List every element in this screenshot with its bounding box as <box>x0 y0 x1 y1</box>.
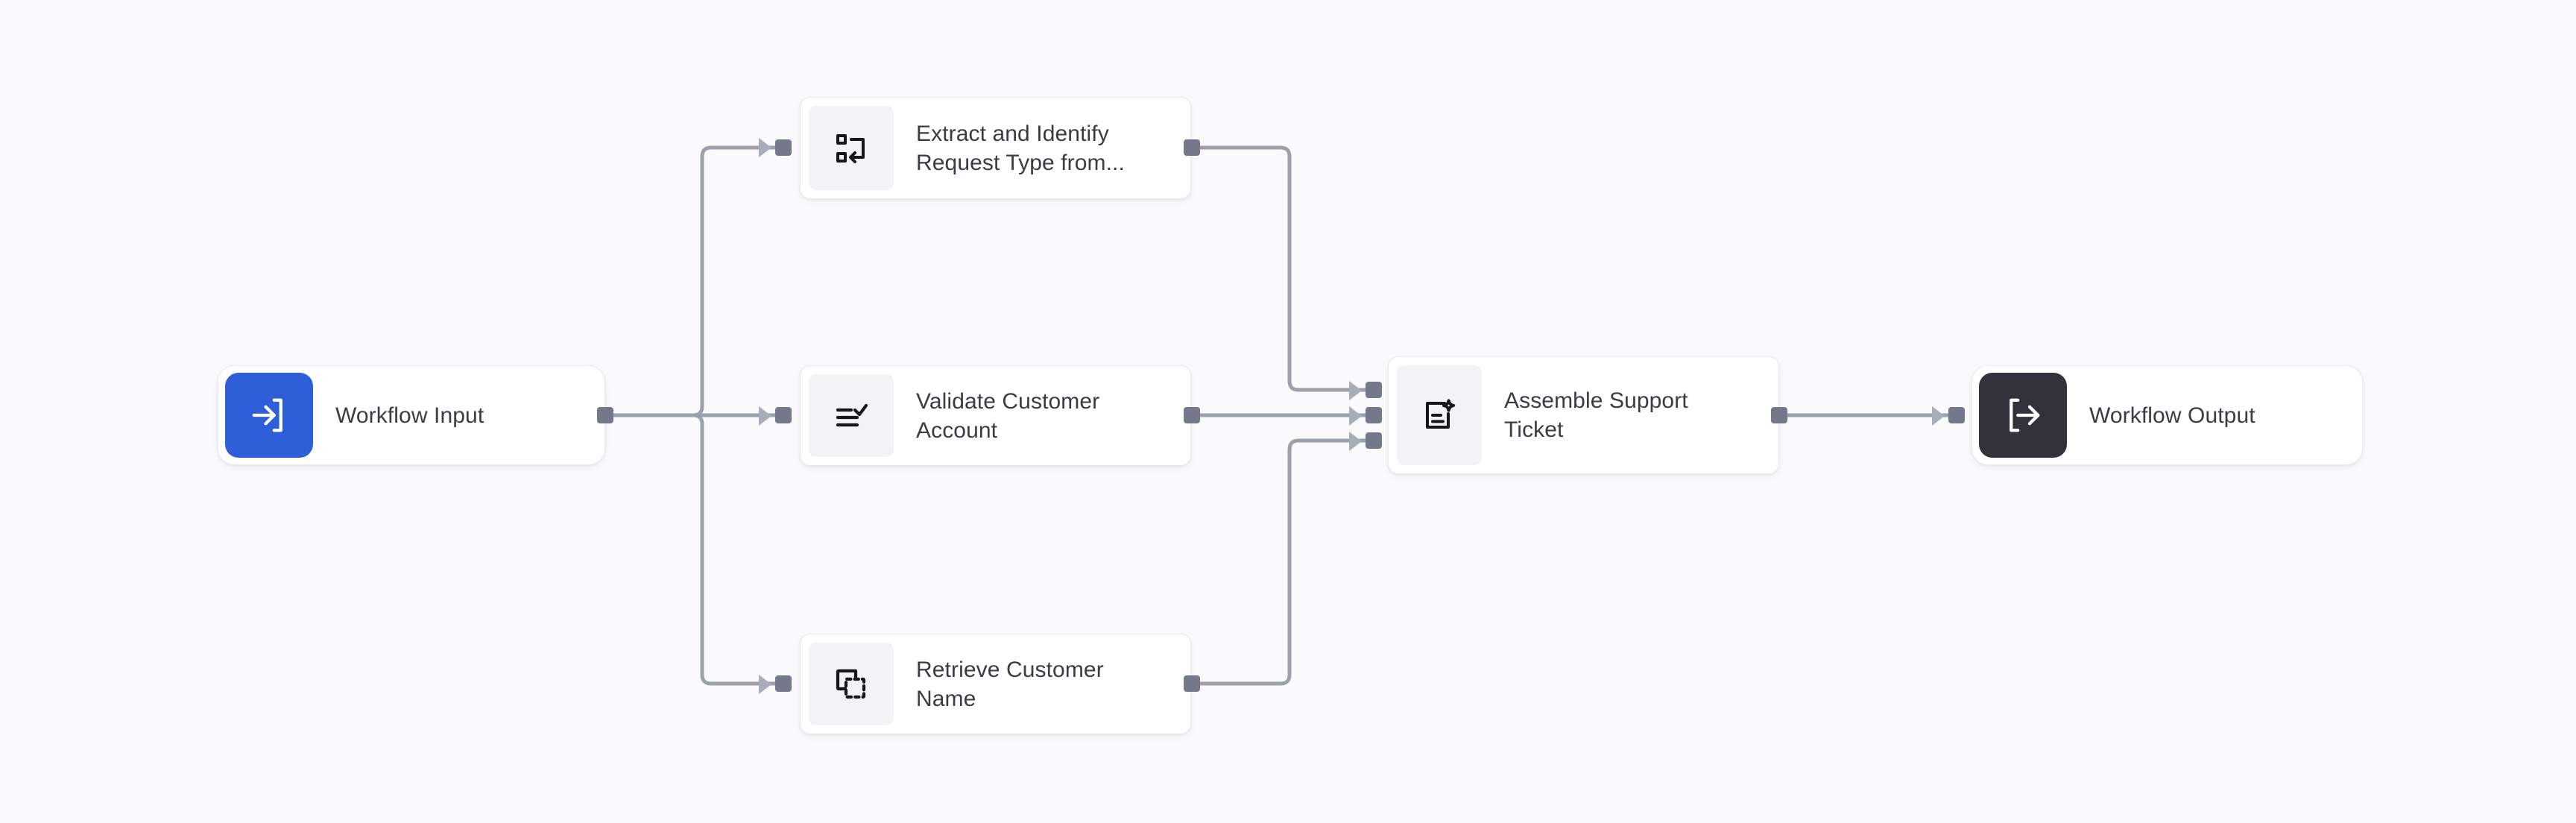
node-label-extract-request-type: Extract and Identify Request Type from..… <box>916 121 1125 175</box>
log-in-icon <box>252 398 282 432</box>
workflow-subflow-icon <box>836 133 865 163</box>
handle-target-extract[interactable] <box>775 139 792 156</box>
arrowhead-target-validate <box>759 406 771 426</box>
handle-target-retrieve[interactable] <box>775 675 792 692</box>
handle-target-output[interactable] <box>1948 407 1965 423</box>
node-icon-box-retrieve <box>809 643 894 725</box>
arrowhead-target-output <box>1932 406 1945 426</box>
handle-target-validate[interactable] <box>775 407 792 423</box>
edge-input-to-retrieve <box>610 413 777 686</box>
node-icon-box-extract <box>809 106 894 190</box>
node-label-assemble-ticket: Assemble Support Ticket <box>1504 388 1688 442</box>
arrowhead-target-extract <box>759 138 771 157</box>
arrowhead-target-assemble-2 <box>1349 406 1362 426</box>
edge-extract-to-assemble <box>1198 145 1368 392</box>
handle-source-assemble[interactable] <box>1771 407 1787 423</box>
log-out-icon <box>2010 398 2040 432</box>
node-workflow-input[interactable]: Workflow Input <box>218 365 605 465</box>
handle-source-retrieve[interactable] <box>1184 675 1200 692</box>
node-validate-account[interactable]: Validate Customer Account <box>800 365 1191 466</box>
node-extract-request-type[interactable]: Extract and Identify Request Type from..… <box>800 97 1191 199</box>
list-check-icon <box>836 403 868 426</box>
node-assemble-ticket[interactable]: Assemble Support Ticket <box>1388 356 1779 474</box>
node-workflow-output[interactable]: Workflow Output <box>1972 365 2363 465</box>
handle-source-validate[interactable] <box>1184 407 1200 423</box>
document-sparkle-icon <box>1426 399 1456 429</box>
handle-target-assemble-3[interactable] <box>1366 432 1382 449</box>
copy-selection-icon <box>836 669 866 699</box>
node-label-workflow-output: Workflow Output <box>2089 403 2255 428</box>
edge-retrieve-to-assemble <box>1198 438 1368 686</box>
handle-source-workflow-input[interactable] <box>597 407 613 423</box>
node-retrieve-customer-name[interactable]: Retrieve Customer Name <box>800 634 1191 734</box>
node-label-validate-account: Validate Customer Account <box>916 388 1100 443</box>
node-icon-box-assemble <box>1397 365 1482 465</box>
node-icon-box-output <box>1979 373 2067 458</box>
node-icon-box-input <box>225 373 313 458</box>
node-label-workflow-input: Workflow Input <box>335 403 484 428</box>
arrowhead-target-retrieve <box>759 675 771 694</box>
handle-target-assemble-1[interactable] <box>1366 382 1382 398</box>
arrowhead-target-assemble-3 <box>1349 432 1362 451</box>
handle-target-assemble-2[interactable] <box>1366 407 1382 423</box>
edge-input-to-extract <box>610 145 777 417</box>
node-icon-box-validate <box>809 374 894 457</box>
arrowhead-target-assemble-1 <box>1349 381 1362 400</box>
node-label-retrieve-customer-name: Retrieve Customer Name <box>916 657 1104 711</box>
handle-source-extract[interactable] <box>1184 139 1200 156</box>
